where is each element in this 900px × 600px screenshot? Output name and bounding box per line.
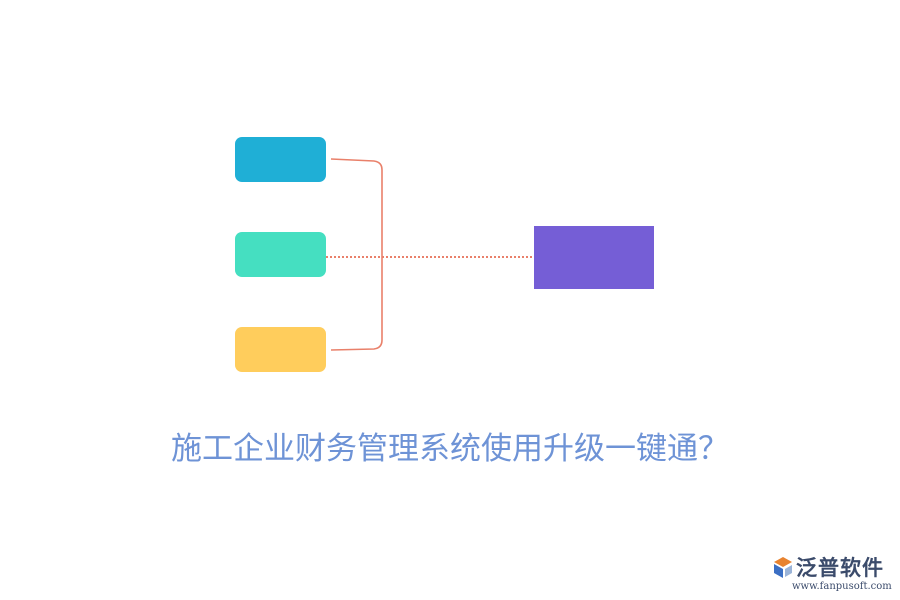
brand-url: www.fanpusoft.com xyxy=(792,581,892,592)
diagram-caption: 施工企业财务管理系统使用升级一键通？ xyxy=(171,431,729,467)
diagram-node-middle xyxy=(235,232,326,277)
diagram-node-target xyxy=(534,226,654,289)
brand-name: 泛普软件 xyxy=(796,556,884,580)
diagram-node-bottom xyxy=(235,327,326,372)
fanpu-logo-icon xyxy=(774,557,792,578)
bracket-connector xyxy=(330,158,383,351)
diagram-node-top xyxy=(235,137,326,182)
brand-watermark: 泛普软件 www.fanpusoft.com xyxy=(770,552,892,594)
